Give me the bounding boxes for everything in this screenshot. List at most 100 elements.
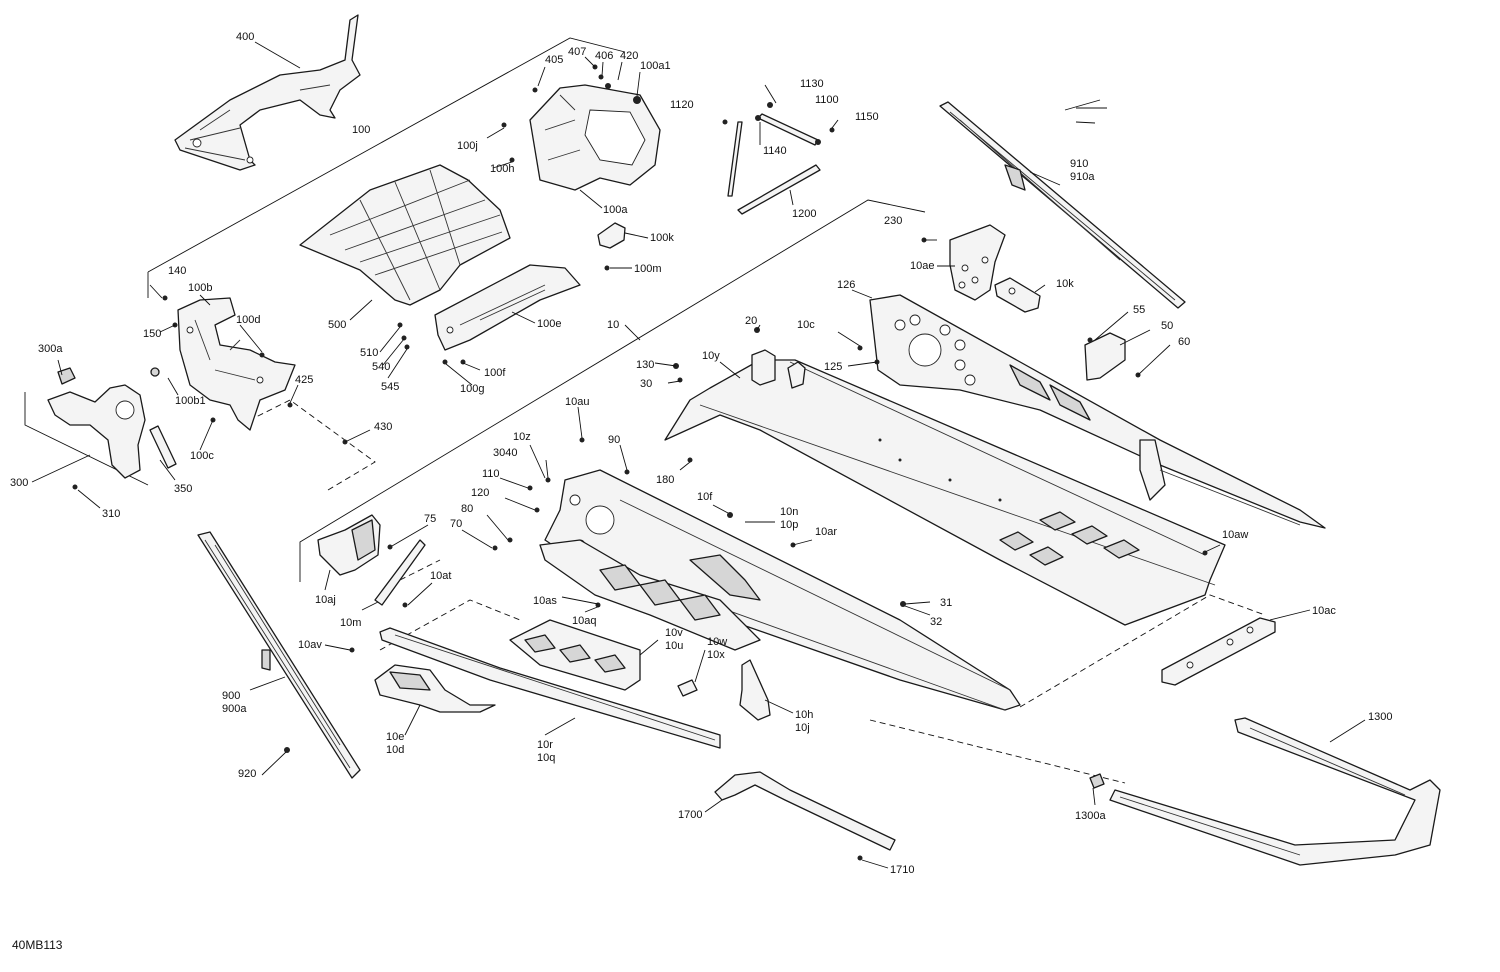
label-10n: 10n: [780, 506, 798, 518]
label-100h: 100h: [490, 163, 514, 175]
label-310: 310: [102, 508, 120, 520]
part-100a-column-bracket[interactable]: [529, 83, 661, 191]
label-406: 406: [595, 50, 613, 62]
part-10ac-rear-bracket[interactable]: [1161, 617, 1276, 686]
label-400: 400: [236, 31, 254, 43]
label-10f: 10f: [697, 491, 713, 503]
part-10as-lower-member[interactable]: [539, 539, 761, 651]
label-1710: 1710: [890, 864, 914, 876]
label-100f: 100f: [484, 367, 506, 379]
part-1200-strut-rod[interactable]: [737, 164, 821, 215]
label-1200: 1200: [792, 208, 816, 220]
label-55: 55: [1133, 304, 1145, 316]
part-10ae-bracket[interactable]: [949, 224, 1006, 301]
part-10v-grate[interactable]: [509, 619, 641, 691]
label-407: 407: [568, 46, 586, 58]
part-900-left-rail[interactable]: [197, 531, 361, 779]
label-10h: 10h: [795, 709, 813, 721]
part-50-small-plate[interactable]: [1084, 332, 1126, 381]
label-910: 910: [1070, 158, 1088, 170]
label-10k: 10k: [1056, 278, 1074, 290]
label-10as: 10as: [533, 595, 557, 607]
label-10z: 10z: [513, 431, 531, 443]
label-10at: 10at: [430, 570, 451, 582]
group-boundaries: [24, 37, 1266, 784]
label-75: 75: [424, 513, 436, 525]
part-10k-plate[interactable]: [994, 277, 1041, 313]
label-100a1: 100a1: [640, 60, 671, 72]
label-1700: 1700: [678, 809, 702, 821]
part-100b-front-frame[interactable]: [150, 297, 296, 431]
label-100a: 100a: [603, 204, 628, 216]
part-400-upper-column-support[interactable]: [174, 14, 361, 171]
label-130: 130: [636, 359, 654, 371]
label-50: 50: [1161, 320, 1173, 332]
part-10m-strap[interactable]: [374, 539, 426, 606]
label-31: 31: [940, 597, 952, 609]
part-10au-left-frame-rail[interactable]: [544, 469, 1021, 711]
label-100: 100: [352, 124, 370, 136]
part-1100-tie-rod[interactable]: [755, 113, 821, 146]
label-1140: 1140: [763, 145, 787, 157]
label-100m: 100m: [634, 263, 662, 275]
label-180: 180: [656, 474, 674, 486]
label-80: 80: [461, 503, 473, 515]
label-10ae: 10ae: [910, 260, 934, 272]
label-90: 90: [608, 434, 620, 446]
part-500-floor-panel[interactable]: [299, 164, 511, 306]
label-1300: 1300: [1368, 711, 1392, 723]
part-10r-bumper-strip[interactable]: [379, 627, 721, 749]
label-1120: 1120: [670, 99, 694, 111]
part-1700-rear-bar[interactable]: [714, 771, 896, 861]
label-100d: 100d: [236, 314, 260, 326]
label-150: 150: [143, 328, 161, 340]
label-10u: 10u: [665, 640, 683, 652]
label-10au: 10au: [565, 396, 589, 408]
part-10w-small-plate[interactable]: [677, 679, 698, 697]
leader-lines: [31, 41, 1366, 869]
label-120: 120: [471, 487, 489, 499]
label-110: 110: [482, 468, 500, 480]
part-126-right-frame-rail[interactable]: [869, 294, 1326, 529]
part-10-main-tunnel[interactable]: [664, 349, 1226, 626]
label-30: 30: [640, 378, 652, 390]
label-230: 230: [884, 215, 902, 227]
label-125: 125: [824, 361, 842, 373]
label-10aq: 10aq: [572, 615, 596, 627]
label-425: 425: [295, 374, 313, 386]
label-350: 350: [174, 483, 192, 495]
label-100e: 100e: [537, 318, 561, 330]
part-number-labels: 400 407 406 420 405 100a1 100 100j 100h …: [10, 31, 1392, 876]
label-545: 545: [381, 381, 399, 393]
label-920: 920: [238, 768, 256, 780]
label-100g: 100g: [460, 383, 484, 395]
part-100k-cover-plate[interactable]: [597, 222, 626, 271]
label-10e: 10e: [386, 731, 404, 743]
label-100b1: 100b1: [175, 395, 206, 407]
label-60: 60: [1178, 336, 1190, 348]
label-100j: 100j: [457, 140, 478, 152]
label-1150: 1150: [855, 111, 879, 123]
part-1120-link-rod[interactable]: [727, 102, 773, 197]
part-100e-center-plate[interactable]: [434, 264, 581, 351]
label-500: 500: [328, 319, 346, 331]
label-10av: 10av: [298, 639, 322, 651]
part-10aj-bracket[interactable]: [317, 514, 381, 576]
label-10d: 10d: [386, 744, 404, 756]
part-1300-rear-bumper[interactable]: [1089, 717, 1441, 866]
part-10e-lower-bracket[interactable]: [374, 664, 496, 713]
label-1100: 1100: [815, 94, 839, 106]
part-910-side-rail[interactable]: [939, 101, 1186, 309]
label-70: 70: [450, 518, 462, 530]
label-126: 126: [837, 279, 855, 291]
label-100b: 100b: [188, 282, 212, 294]
label-140: 140: [168, 265, 186, 277]
label-300a: 300a: [38, 343, 63, 355]
label-10ac: 10ac: [1312, 605, 1336, 617]
label-10aw: 10aw: [1222, 529, 1248, 541]
label-10q: 10q: [537, 752, 555, 764]
label-405: 405: [545, 54, 563, 66]
part-300-side-bracket[interactable]: [47, 367, 177, 479]
part-10h-mount-bracket[interactable]: [739, 659, 771, 721]
